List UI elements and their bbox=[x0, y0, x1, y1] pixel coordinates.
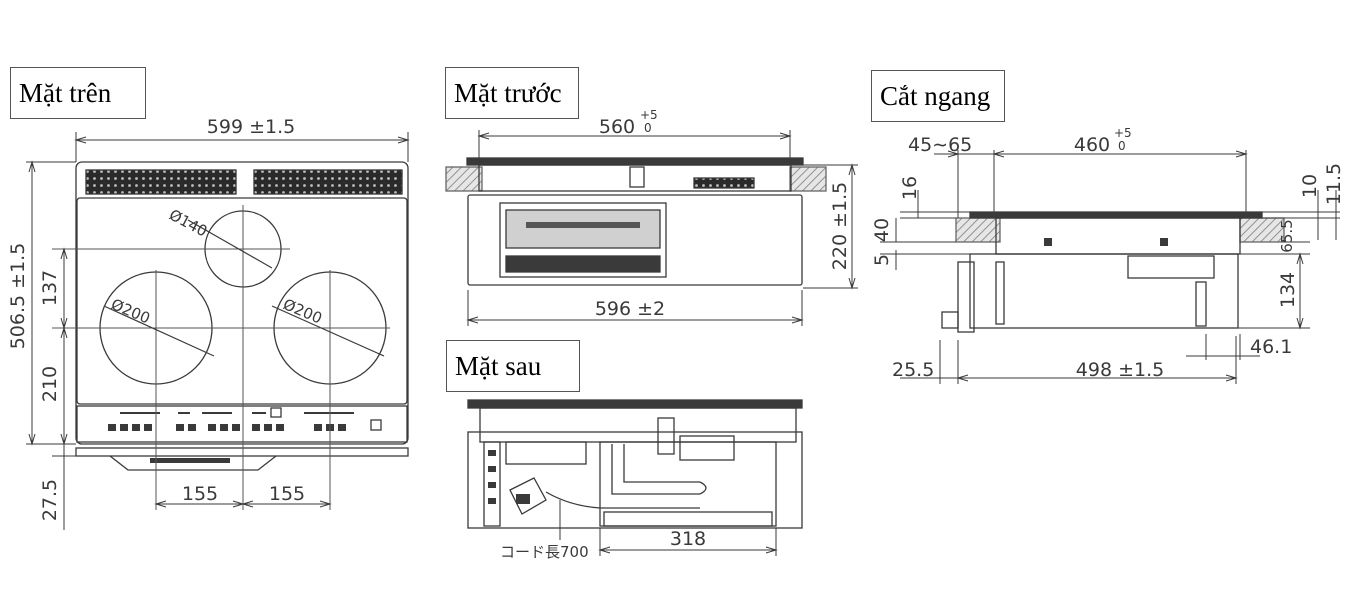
glass-top bbox=[76, 197, 408, 405]
dim-498-label: 498 ±1.5 bbox=[1076, 359, 1164, 381]
dim-155-left-label: 155 bbox=[182, 483, 218, 505]
dim-40-label: 40 bbox=[871, 218, 893, 242]
dim-depth-label: 506.5 ±1.5 bbox=[7, 243, 29, 350]
section-counter-left bbox=[955, 217, 1001, 243]
dim-width-label: 599 ±1.5 bbox=[207, 116, 295, 138]
dim-560-sup: +5 bbox=[640, 108, 658, 122]
back-glass bbox=[467, 399, 803, 409]
burner-top-diameter: Ø140 bbox=[166, 206, 210, 241]
dim-460-sub: 0 bbox=[1118, 139, 1126, 153]
dim-460-sup: +5 bbox=[1114, 126, 1132, 140]
cord bbox=[545, 491, 700, 509]
bottom-foot bbox=[109, 455, 277, 471]
section-pipe bbox=[1195, 281, 1207, 327]
dim-25-5-label: 25.5 bbox=[892, 359, 934, 381]
back-upper bbox=[479, 407, 797, 443]
section-view-title: Cắt ngang bbox=[871, 70, 1005, 122]
section-glass bbox=[969, 211, 1263, 219]
dim-27-5-label: 27.5 bbox=[39, 479, 61, 521]
section-knob bbox=[941, 311, 959, 329]
section-upper bbox=[995, 217, 1241, 255]
back-terminal-box bbox=[679, 435, 735, 461]
back-bottom-tray bbox=[603, 511, 773, 527]
counter-left bbox=[445, 166, 483, 192]
front-view-title: Mặt trước bbox=[445, 67, 579, 119]
section-fan bbox=[1127, 255, 1215, 279]
grill-handle bbox=[505, 255, 661, 273]
front-upper-body bbox=[478, 164, 792, 192]
dim-134-label: 134 bbox=[1277, 272, 1299, 308]
dim-220-label: 220 ±1.5 bbox=[829, 182, 851, 270]
section-view bbox=[880, 150, 1340, 384]
front-glass bbox=[466, 157, 804, 166]
front-lower-body bbox=[467, 194, 803, 286]
control-panel bbox=[76, 405, 408, 443]
power-button bbox=[370, 419, 382, 431]
dim-560-sub: 0 bbox=[644, 121, 652, 135]
vent-left bbox=[85, 169, 237, 195]
front-view bbox=[445, 130, 858, 326]
gas-pipe bbox=[611, 444, 700, 495]
section-lower bbox=[969, 253, 1239, 329]
dim-16-label: 16 bbox=[899, 176, 921, 200]
back-box bbox=[505, 441, 587, 465]
back-side-vent bbox=[483, 441, 501, 527]
dim-318-label: 318 bbox=[670, 528, 706, 550]
back-view-title: Mặt sau bbox=[446, 340, 580, 392]
counter-right bbox=[789, 166, 827, 192]
display-small bbox=[270, 407, 282, 418]
dim-11-5-label: 11.5 bbox=[1323, 163, 1345, 205]
dim-210-label: 210 bbox=[39, 366, 61, 402]
cord-length-label: コード長700 bbox=[500, 543, 589, 561]
dim-596-label: 596 ±2 bbox=[595, 298, 665, 320]
back-frame bbox=[599, 441, 777, 527]
burner-right-diameter: Ø200 bbox=[280, 295, 324, 327]
dim-65-5-label: 65.5 bbox=[1278, 219, 1296, 252]
front-terminal bbox=[629, 166, 645, 188]
top-view-title: Mặt trên bbox=[10, 67, 146, 119]
grill-door bbox=[499, 202, 667, 278]
top-outline bbox=[75, 161, 409, 445]
bottom-flange bbox=[75, 447, 409, 457]
front-vent bbox=[693, 177, 755, 189]
dim-460-label: 460 bbox=[1074, 134, 1110, 156]
dim-5-label: 5 bbox=[871, 254, 893, 266]
vent-right bbox=[253, 169, 403, 195]
dim-45-65-label: 45∼65 bbox=[908, 134, 972, 156]
dim-46-1-label: 46.1 bbox=[1250, 336, 1292, 358]
section-duct bbox=[995, 261, 1005, 325]
back-body bbox=[467, 431, 803, 529]
back-connector bbox=[657, 417, 675, 455]
control-buttons bbox=[108, 412, 354, 431]
dim-560-label: 560 bbox=[599, 116, 635, 138]
dim-10-label: 10 bbox=[1299, 174, 1321, 198]
burner-left-diameter: Ø200 bbox=[108, 295, 152, 327]
section-front-panel bbox=[957, 261, 975, 333]
dim-137-label: 137 bbox=[39, 270, 61, 306]
dim-155-right-label: 155 bbox=[269, 483, 305, 505]
back-view bbox=[467, 399, 803, 556]
grill-window bbox=[505, 209, 661, 249]
top-view bbox=[26, 132, 410, 530]
